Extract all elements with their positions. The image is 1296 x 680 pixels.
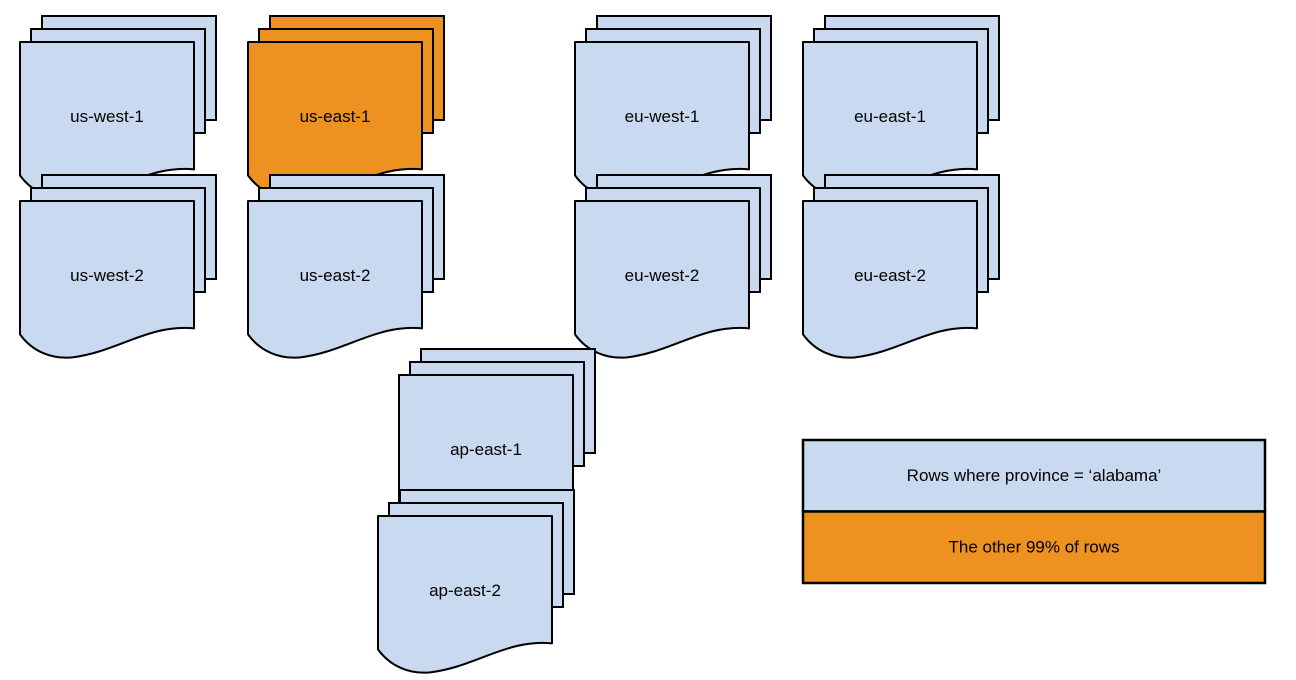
- legend-label: The other 99% of rows: [948, 538, 1119, 557]
- document-stack-us-west-2[interactable]: us-west-2: [19, 174, 217, 359]
- legend-item-legend-row-other: The other 99% of rows: [801, 510, 1267, 585]
- stack-label-eu-east-1: eu-east-1: [854, 107, 926, 126]
- document-stack-us-east-1[interactable]: us-east-1: [247, 15, 445, 200]
- stack-sheet-front: [19, 200, 195, 359]
- stack-sheet-front: [574, 200, 750, 359]
- stack-label-us-east-2: us-east-2: [300, 266, 371, 285]
- stack-label-ap-east-1: ap-east-1: [450, 440, 522, 459]
- legend-label: Rows where province = ‘alabama’: [907, 466, 1162, 485]
- stack-label-ap-east-2: ap-east-2: [429, 581, 501, 600]
- stack-label-eu-east-2: eu-east-2: [854, 266, 926, 285]
- stack-label-us-west-1: us-west-1: [70, 107, 144, 126]
- document-stacks-group: us-west-1 us-east-1 eu-west-1 eu-east-1 us-w…: [19, 15, 1000, 674]
- stack-sheet-front: [377, 515, 553, 674]
- stack-label-us-east-1: us-east-1: [300, 107, 371, 126]
- document-stack-ap-east-2[interactable]: ap-east-2: [377, 489, 575, 674]
- stack-label-eu-west-2: eu-west-2: [625, 266, 700, 285]
- legend-item-legend-row-alabama: Rows where province = ‘alabama’: [801, 438, 1267, 513]
- stack-label-us-west-2: us-west-2: [70, 266, 144, 285]
- document-stack-us-west-1[interactable]: us-west-1: [19, 15, 217, 200]
- document-stack-us-east-2[interactable]: us-east-2: [247, 174, 445, 359]
- stack-label-eu-west-1: eu-west-1: [625, 107, 700, 126]
- stack-sheet-front: [247, 200, 423, 359]
- document-stack-eu-west-2[interactable]: eu-west-2: [574, 174, 772, 359]
- document-stack-eu-east-2[interactable]: eu-east-2: [802, 174, 1000, 359]
- legend-swatch: [801, 510, 1267, 585]
- document-stack-eu-west-1[interactable]: eu-west-1: [574, 15, 772, 200]
- stack-sheet-front: [802, 200, 978, 359]
- legend-group: Rows where province = ‘alabama’ The other…: [801, 438, 1267, 585]
- document-stack-eu-east-1[interactable]: eu-east-1: [802, 15, 1000, 200]
- legend-swatch: [801, 438, 1267, 513]
